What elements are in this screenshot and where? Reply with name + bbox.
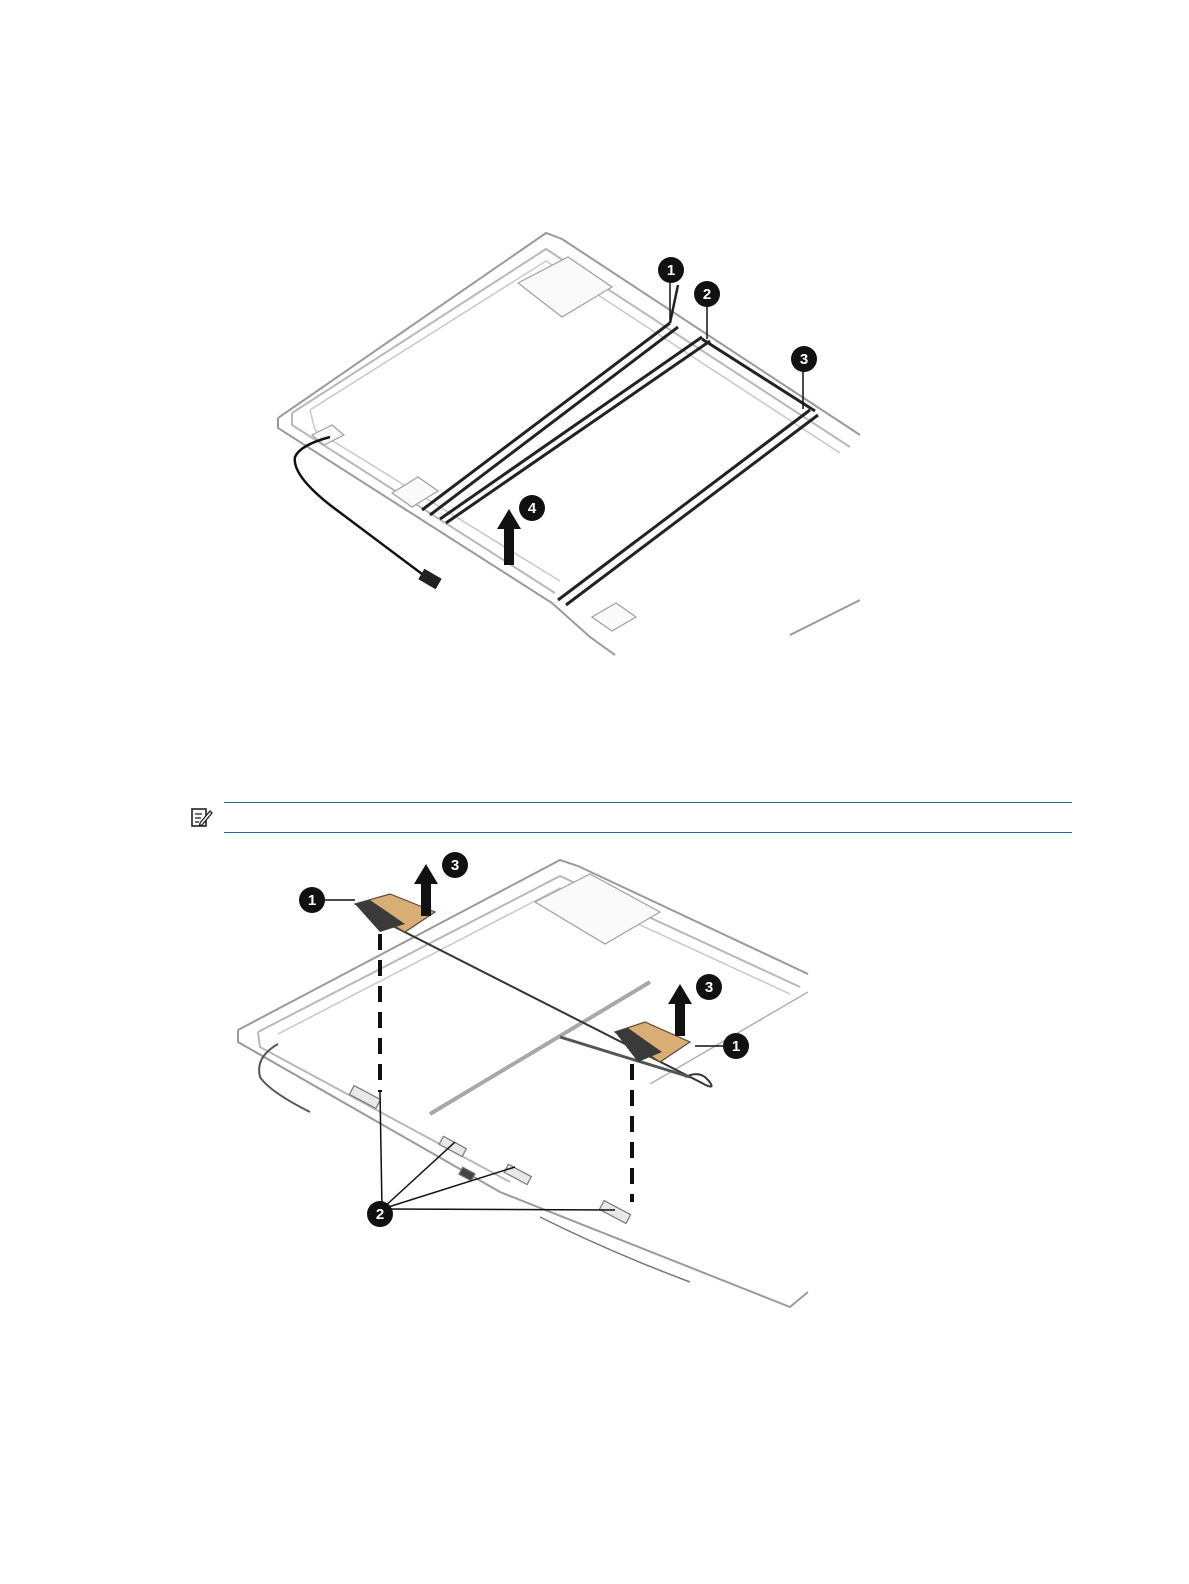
svg-text:3: 3 (705, 979, 713, 996)
note-pencil-icon (190, 806, 214, 830)
svg-text:3: 3 (800, 351, 808, 368)
svg-text:1: 1 (308, 892, 316, 909)
callout-1: 1 (658, 257, 684, 283)
svg-text:1: 1 (667, 262, 675, 279)
callout-2: 2 (694, 281, 720, 307)
callout-4: 4 (519, 495, 545, 521)
callout-3-right: 3 (696, 974, 722, 1000)
svg-text:2: 2 (376, 1206, 384, 1223)
note-bottom-rule (224, 832, 1072, 833)
svg-text:3: 3 (451, 857, 459, 874)
antenna-clips (349, 1086, 630, 1224)
lift-arrow-icon (414, 864, 692, 1036)
callout-3-left: 3 (442, 852, 468, 878)
loose-cable (295, 437, 442, 589)
svg-text:4: 4 (528, 500, 537, 517)
callout-1-right: 1 (723, 1033, 749, 1059)
svg-text:2: 2 (703, 286, 711, 303)
note-top-rule (224, 802, 1072, 803)
callout-3: 3 (791, 346, 817, 372)
tape-pads (312, 257, 636, 631)
antenna-removal-figure: 1 1 2 3 3 (230, 852, 820, 1317)
note-row (190, 800, 1072, 836)
svg-text:1: 1 (732, 1038, 740, 1055)
antenna-cables (259, 922, 711, 1282)
callout-2: 2 (367, 1201, 393, 1227)
display-back-cover-figure: 1 2 3 4 (270, 225, 860, 660)
tape-pad (535, 874, 660, 944)
callout-1-left: 1 (299, 887, 325, 913)
lift-arrow-icon (497, 509, 521, 565)
display-back-cover (238, 860, 808, 1307)
